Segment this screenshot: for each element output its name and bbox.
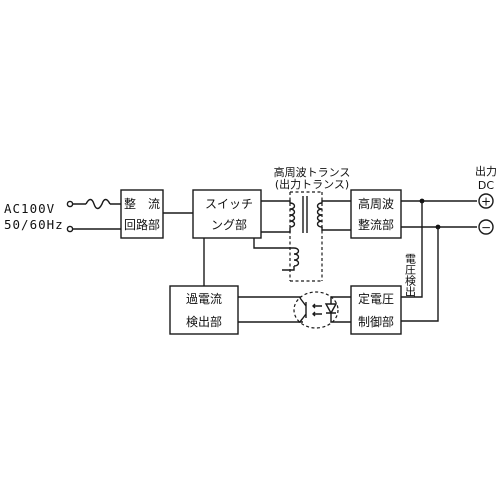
aux-winding-icon	[293, 247, 300, 267]
primary-lead-bottom	[261, 228, 291, 233]
voltage-detect-label: 電圧検出	[404, 253, 417, 297]
primary-lead-top	[261, 200, 291, 203]
input-frequency-label: 50/60Hz	[4, 217, 64, 232]
overcurrent-label-2: 検出部	[186, 314, 222, 329]
transformer-label-1: 高周波トランス	[274, 165, 351, 179]
overcurrent-label-1: 過電流	[186, 292, 222, 306]
hf-rectifier-label-1: 高周波	[358, 196, 394, 211]
output-minus-terminal-icon	[478, 219, 494, 235]
output-minus-sign: −	[481, 221, 491, 235]
fuse-icon	[85, 198, 111, 210]
switching-block	[192, 189, 262, 239]
input-terminal-top	[66, 200, 74, 208]
switching-label-1: スイッチ	[205, 197, 253, 211]
output-label: 出力	[475, 164, 497, 178]
transformer-enclosure	[289, 191, 323, 282]
hf-rectifier-label-2: 整流部	[358, 217, 394, 232]
const-voltage-label-2: 制御部	[358, 314, 394, 329]
const-voltage-block	[350, 285, 402, 335]
switching-label-2: ング部	[211, 217, 247, 232]
output-plus-terminal-icon	[478, 193, 494, 209]
aux-lead-top	[253, 238, 294, 249]
coupler-to-control-bottom	[330, 313, 351, 323]
feedback-line-minus	[401, 227, 439, 322]
rectifier-label-2: 回路部	[124, 217, 160, 232]
photocoupler-led-icon	[324, 303, 338, 315]
input-voltage-label: AC100V	[4, 201, 55, 216]
input-terminal-bottom	[66, 225, 74, 233]
output-dc-label: DC	[478, 179, 494, 192]
coupler-to-control-top	[330, 296, 351, 304]
aux-lead-bottom	[282, 266, 295, 271]
photocoupler-enclosure	[293, 291, 339, 329]
feedback-line-plus	[401, 201, 423, 298]
hf-rectifier-block	[350, 189, 402, 239]
const-voltage-label-1: 定電圧	[358, 291, 394, 306]
secondary-winding-icon	[316, 202, 323, 228]
photocoupler-light-arrows	[312, 303, 322, 317]
photocoupler-transistor-icon	[298, 297, 307, 323]
primary-winding-icon	[289, 202, 296, 228]
rectifier-block	[120, 189, 164, 239]
overcurrent-to-coupler-top	[238, 296, 301, 298]
secondary-lead-bottom	[321, 227, 351, 231]
transformer-core	[302, 196, 308, 233]
transformer-label-2: (出力トランス)	[275, 177, 349, 191]
output-plus-sign: +	[481, 195, 491, 209]
rectifier-label-1: 整 流	[124, 196, 160, 211]
secondary-lead-top	[321, 200, 351, 203]
